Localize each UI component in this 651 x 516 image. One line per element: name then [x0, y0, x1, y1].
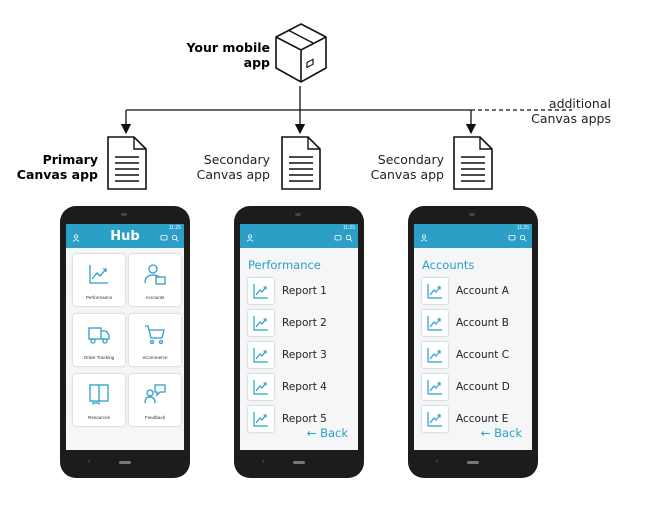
camera	[295, 213, 301, 216]
back-nav-icon[interactable]: ‹	[436, 458, 439, 465]
tile-label: eCommerce	[142, 355, 168, 360]
trend-chart-icon	[422, 406, 448, 432]
account-row[interactable]: Account B	[418, 310, 528, 338]
book-icon	[89, 384, 109, 405]
home-nav-icon[interactable]	[467, 461, 479, 464]
chat-icon[interactable]	[334, 234, 342, 242]
search-icon[interactable]	[519, 234, 527, 242]
screen-title: Accounts	[422, 258, 475, 272]
user-icon[interactable]	[420, 234, 428, 242]
back-nav-icon[interactable]: ‹	[262, 458, 265, 465]
user-account-icon	[144, 264, 166, 285]
account-label: Account C	[456, 349, 510, 361]
account-label: Account B	[456, 317, 509, 329]
nav-bar: ‹	[234, 458, 364, 468]
trend-chart-icon	[422, 342, 448, 368]
home-nav-icon[interactable]	[119, 461, 131, 464]
status-time: 11:25	[516, 225, 529, 231]
tile-label: Accounts	[145, 295, 165, 300]
tile-label: Feedback	[144, 415, 166, 420]
document-icon	[281, 136, 321, 190]
trend-chart-icon	[248, 406, 274, 432]
hub-tile-performance[interactable]: Performance	[73, 254, 125, 306]
hub-tile-ecommerce[interactable]: eCommerce	[129, 314, 181, 366]
hub-tile-resources[interactable]: Resources	[73, 374, 125, 426]
cart-icon	[145, 325, 165, 345]
nav-bar: ‹	[60, 458, 190, 468]
search-icon[interactable]	[171, 234, 179, 242]
report-row[interactable]: Report 4	[244, 374, 354, 402]
document-icon	[107, 136, 147, 190]
chat-icon[interactable]	[508, 234, 516, 242]
user-icon[interactable]	[246, 234, 254, 242]
account-row[interactable]: Account C	[418, 342, 528, 370]
report-row[interactable]: Report 1	[244, 278, 354, 306]
report-row[interactable]: Report 3	[244, 342, 354, 370]
trend-chart-icon	[422, 374, 448, 400]
report-row[interactable]: Report 5	[244, 406, 354, 434]
report-row[interactable]: Report 2	[244, 310, 354, 338]
trend-chart-icon	[248, 278, 274, 304]
report-label: Report 2	[282, 317, 327, 329]
back-nav-icon[interactable]: ‹	[88, 458, 91, 465]
report-label: Report 5	[282, 413, 327, 425]
account-label: Account E	[456, 413, 509, 425]
camera	[469, 213, 475, 216]
performance-screen: 11:25 Performance Report 1 Report 2 Repo…	[240, 224, 358, 450]
app-bar: 11:25	[414, 224, 532, 248]
account-label: Account A	[456, 285, 509, 297]
trend-chart-icon	[248, 310, 274, 336]
account-label: Account D	[456, 381, 510, 393]
account-row[interactable]: Account A	[418, 278, 528, 306]
report-label: Report 1	[282, 285, 327, 297]
account-row[interactable]: Account E	[418, 406, 528, 434]
trend-chart-icon	[422, 310, 448, 336]
accounts-screen: 11:25 Accounts Account A Account B Accou…	[414, 224, 532, 450]
report-label: Report 4	[282, 381, 327, 393]
truck-icon	[88, 327, 110, 344]
trend-chart-icon	[248, 342, 274, 368]
status-time: 11:25	[342, 225, 355, 231]
nav-bar: ‹	[408, 458, 538, 468]
tile-label: Resources	[88, 415, 110, 420]
home-nav-icon[interactable]	[293, 461, 305, 464]
box-icon	[275, 23, 327, 83]
trend-chart-icon	[89, 265, 108, 284]
hub-tile-feedback[interactable]: Feedback	[129, 374, 181, 426]
phone-performance: 11:25 Performance Report 1 Report 2 Repo…	[234, 206, 364, 478]
phone-accounts: 11:25 Accounts Account A Account B Accou…	[408, 206, 538, 478]
tile-label: Performance	[85, 295, 113, 300]
hub-screen: 11:25 Hub Performance Accounts Order Tra…	[66, 224, 184, 450]
back-button[interactable]: ← Back	[306, 426, 348, 440]
hub-tile-accounts[interactable]: Accounts	[129, 254, 181, 306]
back-button[interactable]: ← Back	[480, 426, 522, 440]
search-icon[interactable]	[345, 234, 353, 242]
chat-icon[interactable]	[160, 234, 168, 242]
phone-hub: 11:25 Hub Performance Accounts Order Tra…	[60, 206, 190, 478]
hub-tile-order-tracking[interactable]: Order Tracking	[73, 314, 125, 366]
hub-title: Hub	[110, 229, 140, 244]
user-icon[interactable]	[72, 234, 80, 242]
status-time: 11:25	[168, 225, 181, 231]
app-bar: 11:25	[240, 224, 358, 248]
account-row[interactable]: Account D	[418, 374, 528, 402]
tile-label: Order Tracking	[83, 355, 115, 360]
app-bar: 11:25 Hub	[66, 224, 184, 248]
screen-title: Performance	[248, 258, 321, 272]
document-icon	[453, 136, 493, 190]
report-label: Report 3	[282, 349, 327, 361]
trend-chart-icon	[248, 374, 274, 400]
camera	[121, 213, 127, 216]
trend-chart-icon	[422, 278, 448, 304]
feedback-icon	[144, 384, 166, 404]
